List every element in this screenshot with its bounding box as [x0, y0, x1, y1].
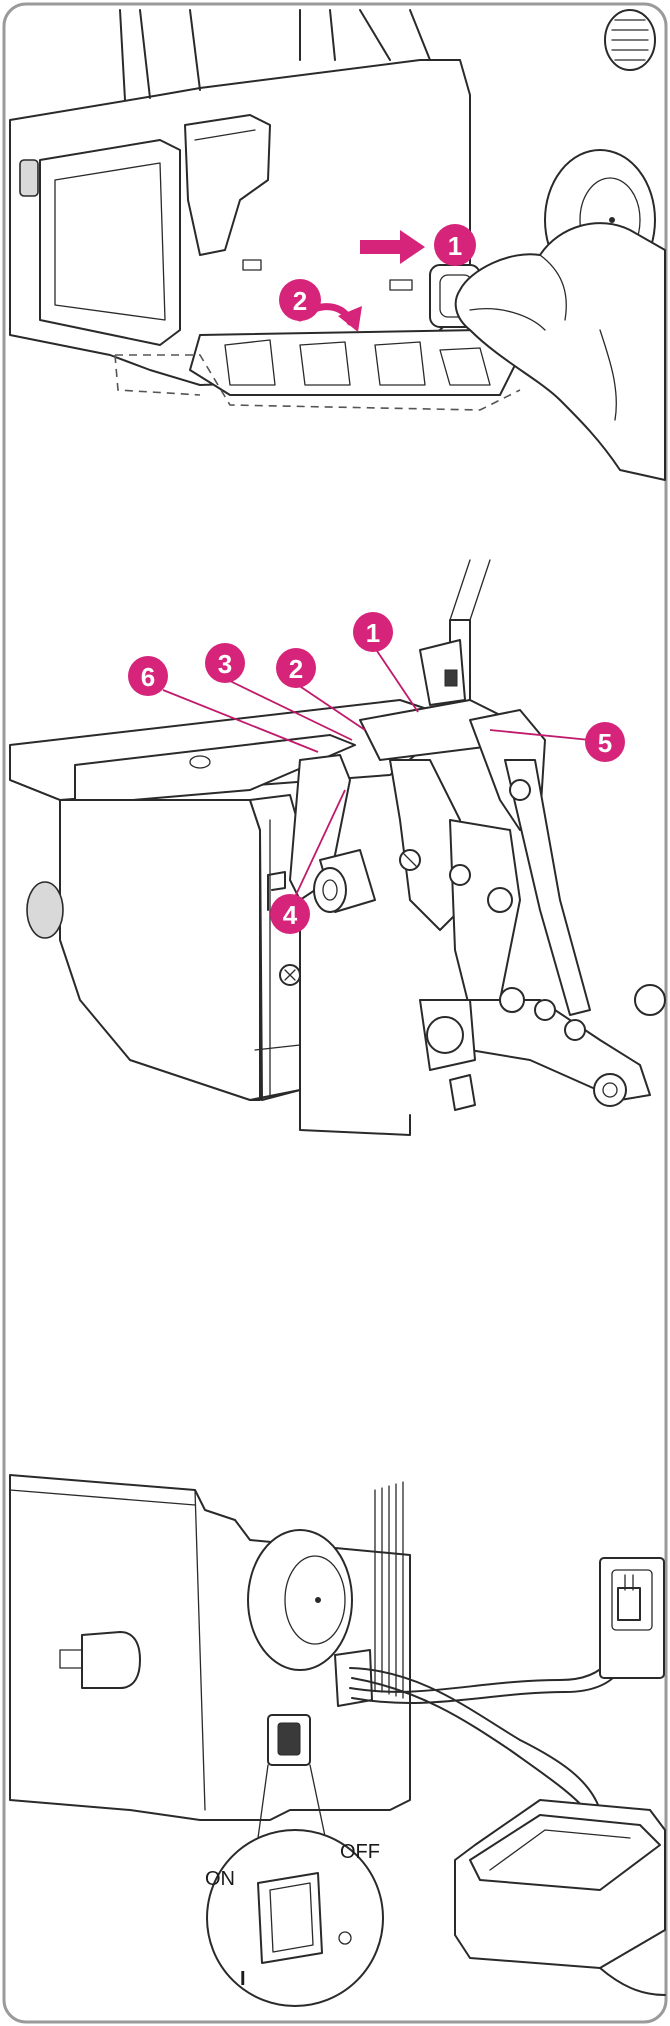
off-indicator-icon	[338, 1931, 352, 1945]
svg-text:2: 2	[293, 286, 307, 316]
panel-looper-parts: 1 2 3 4 5 6	[9, 559, 666, 1136]
callout-5: 5	[585, 722, 625, 762]
callout-4: 4	[270, 894, 310, 934]
hand	[454, 222, 666, 481]
presser-arm	[184, 114, 271, 256]
looper-arm	[449, 819, 521, 1011]
svg-text:6: 6	[141, 662, 155, 692]
callout-1: 1	[353, 612, 393, 652]
switch-rocker[interactable]	[257, 1872, 323, 1964]
step-badge-2: 2	[279, 279, 321, 321]
switch-on-symbol: I	[240, 1968, 246, 1990]
machine-side	[9, 1474, 411, 1821]
svg-text:2: 2	[289, 654, 303, 684]
switch-on-label: ON	[205, 1868, 235, 1890]
callout-2: 2	[276, 648, 316, 688]
handwheel-side	[247, 1529, 353, 1671]
callout-3: 3	[205, 643, 245, 683]
vent-grille	[374, 1481, 404, 1699]
panel-power-switch: ON OFF I	[9, 1474, 666, 2007]
svg-text:4: 4	[283, 900, 298, 930]
needle-clamp	[419, 639, 466, 706]
callout-6: 6	[128, 656, 168, 696]
wall-plug	[617, 1587, 641, 1621]
svg-text:1: 1	[448, 231, 462, 261]
svg-text:3: 3	[218, 649, 232, 679]
step-badge-1: 1	[434, 224, 476, 266]
arm-front	[9, 779, 261, 1101]
panel-open-cover: 1 2	[9, 9, 666, 481]
svg-text:1: 1	[366, 618, 380, 648]
arrow-right-icon	[360, 230, 425, 264]
side-knob	[19, 159, 39, 197]
release-knob	[81, 1631, 141, 1689]
switch-off-label: OFF	[340, 1841, 380, 1863]
cover-open-outline	[115, 354, 521, 411]
foot-control-cord	[349, 1667, 601, 1811]
side-cover	[39, 139, 181, 346]
svg-text:5: 5	[598, 728, 612, 758]
